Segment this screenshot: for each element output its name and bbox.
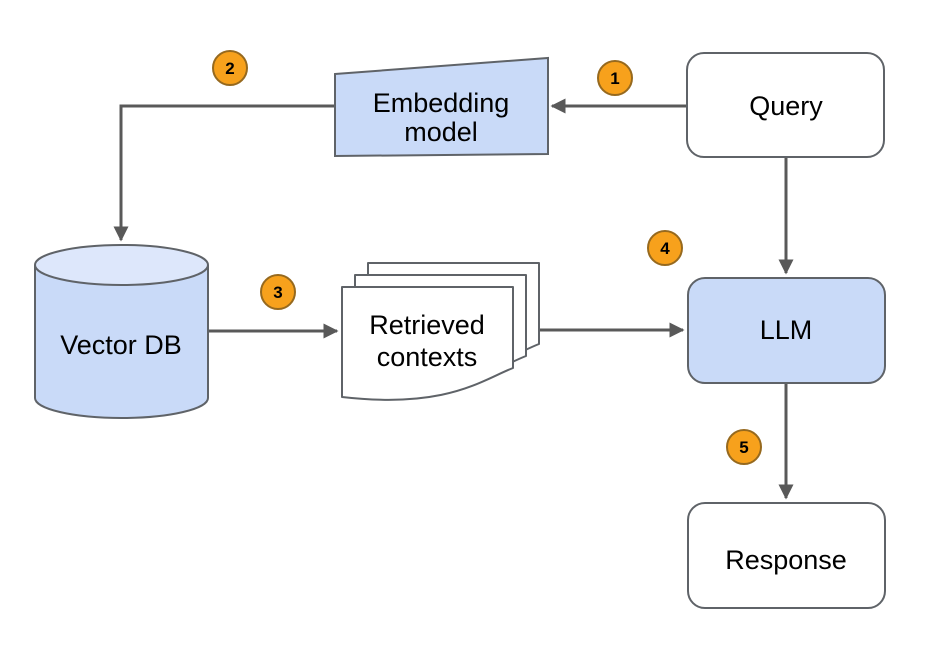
- llm-box: [687, 277, 886, 384]
- query-label: Query: [749, 91, 823, 121]
- response-label: Response: [725, 545, 847, 575]
- step-badge-5: 5: [726, 429, 762, 465]
- response-box: [687, 502, 886, 609]
- step-badge-4: 4: [647, 230, 683, 266]
- vector-db-cylinder-body: [35, 265, 208, 398]
- step-badge-2-number: 2: [225, 59, 234, 78]
- retrieved-contexts-label-line2: contexts: [377, 342, 478, 372]
- step-badge-5-circle: [726, 429, 762, 465]
- step-badge-2-circle: [212, 50, 248, 86]
- node-retrieved-contexts: Retrieved contexts: [341, 262, 540, 401]
- node-embedding-model: Embedding model: [334, 56, 549, 158]
- step-badge-5-number: 5: [739, 438, 748, 457]
- node-query: Query: [686, 52, 885, 158]
- node-llm: LLM: [687, 277, 886, 384]
- llm-label: LLM: [760, 315, 813, 345]
- step-badge-1-number: 1: [610, 69, 619, 88]
- embedding-model-label-line2: model: [404, 117, 478, 147]
- step-badge-4-number: 4: [660, 239, 670, 258]
- vector-db-cylinder-lid: [34, 244, 209, 286]
- node-vector-db: Vector DB: [34, 244, 209, 419]
- step-badge-3-circle: [260, 274, 296, 310]
- arrow-embedding-to-vectordb: [113, 104, 335, 242]
- node-response: Response: [687, 502, 886, 609]
- embedding-model-label-line1: Embedding: [373, 88, 510, 118]
- vector-db-label: Vector DB: [60, 330, 182, 360]
- step-badge-3: 3: [260, 274, 296, 310]
- step-badge-4-circle: [647, 230, 683, 266]
- embedding-model-shape: [334, 56, 549, 158]
- step-badge-1: 1: [597, 60, 633, 96]
- document-sheet-front: [341, 286, 514, 401]
- retrieved-contexts-label-line1: Retrieved: [369, 310, 485, 340]
- step-badge-1-circle: [597, 60, 633, 96]
- step-badge-2: 2: [212, 50, 248, 86]
- step-badge-3-number: 3: [273, 283, 282, 302]
- query-box: [686, 52, 885, 158]
